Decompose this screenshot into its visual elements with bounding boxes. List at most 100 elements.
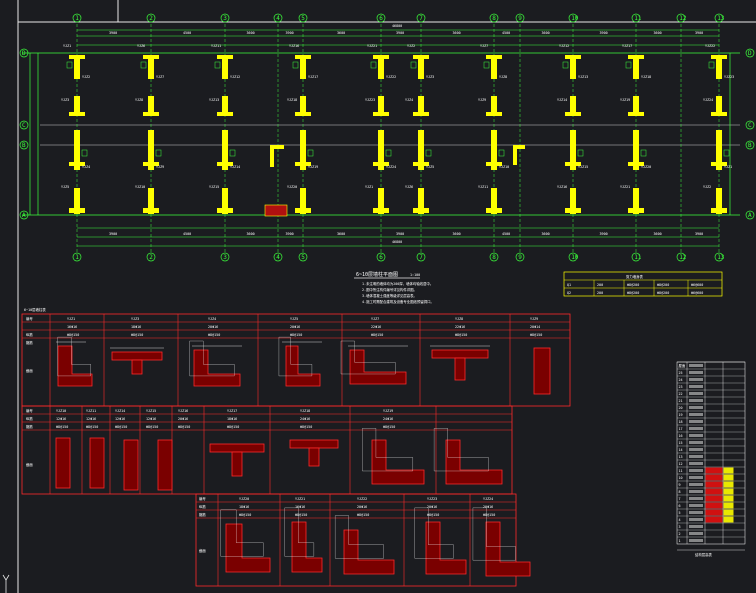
column-tag: YJZ14	[557, 98, 567, 102]
note-line: 3.墙体混凝土强度等级详见层高表。	[362, 293, 417, 298]
column-lower-flange	[413, 162, 429, 166]
floor-label: 4	[679, 518, 681, 522]
floor-table-footer: 结构层高表	[695, 552, 713, 557]
section-rect-1	[89, 437, 105, 489]
section-header: 截面	[26, 462, 33, 467]
floor-label: 6	[679, 504, 681, 508]
section-yjz18	[371, 439, 425, 485]
column-id: YJZ3	[131, 317, 139, 321]
opening-mark	[81, 149, 88, 157]
column-rebar: 22Φ16	[455, 325, 465, 329]
axis-label-right: D	[748, 50, 752, 57]
axis-label-bottom: 2	[149, 254, 153, 261]
row-header: 纵筋	[26, 416, 33, 421]
section-yjz3	[111, 351, 163, 361]
column-mid-flange	[295, 112, 311, 116]
axis-label-bottom: 9	[518, 254, 522, 261]
column-upper-flange	[295, 55, 311, 59]
column-tag: YJZ15	[209, 185, 219, 189]
column-mid-top	[222, 96, 228, 116]
floor-label: 10	[679, 476, 683, 480]
column-core	[222, 130, 228, 148]
axis-label-bottom: 11	[634, 254, 642, 261]
column-id: YJZ4	[208, 317, 216, 321]
column-rebar: 16Φ16	[295, 505, 305, 509]
column-lower-flange	[486, 162, 502, 166]
column-tag: YJZ2	[82, 75, 90, 79]
floor-highlight-cell	[705, 488, 723, 495]
opening-mark	[229, 149, 236, 157]
floor-elev-value	[689, 385, 703, 388]
column-bottom	[222, 188, 228, 214]
floor-label: 9	[679, 483, 681, 487]
axis-label-top: 7	[419, 15, 423, 22]
floor-elev-value	[689, 434, 703, 437]
column-mid-top	[148, 96, 154, 116]
column-bottom-flange	[295, 208, 311, 213]
column-tag: YJZ12	[230, 75, 240, 79]
opening-mark	[425, 149, 432, 157]
note-line: 1.未注明的墙体均为200厚，墙体均轴线居中。	[362, 281, 433, 286]
floor-highlight-cell-y	[723, 502, 734, 509]
axis-bubble-top	[146, 13, 156, 23]
wall-segment	[513, 145, 525, 149]
row-header: 纵筋	[26, 332, 33, 337]
column-core	[633, 130, 639, 148]
floor-highlight-cell-y	[723, 474, 734, 481]
opening-mark	[140, 61, 147, 69]
floor-highlight-cell	[705, 502, 723, 509]
column-tag: YJZ22	[705, 44, 715, 48]
column-core	[378, 130, 384, 148]
dim-top: 3600	[542, 31, 550, 35]
column-rebar: 12Φ16	[86, 417, 96, 421]
column-bottom-flange	[628, 208, 644, 213]
column-rebar: 16Φ16	[67, 325, 77, 329]
section-yjz24	[485, 521, 531, 577]
column-tag: YJZ12	[559, 44, 569, 48]
floor-elev-value	[689, 371, 703, 374]
column-mid-top	[716, 96, 722, 116]
column-core	[300, 130, 306, 148]
row-header: 纵筋	[199, 504, 206, 509]
column-stirrup: Φ8@150	[290, 333, 302, 337]
column-rebar: 20Φ16	[483, 505, 493, 509]
floor-label: 14	[679, 448, 683, 452]
axis-bubble-left	[19, 210, 29, 220]
column-bottom-flange	[413, 208, 429, 213]
column-mid-flange	[413, 112, 429, 116]
column-tag: YJZ1	[365, 185, 373, 189]
column-upper-flange	[69, 55, 85, 59]
floor-highlight-cell-y	[723, 509, 734, 516]
column-upper-flange	[413, 55, 429, 59]
column-id: YJZ17	[227, 409, 237, 413]
column-mid-top	[491, 96, 497, 116]
axis-bubble-bottom	[72, 252, 82, 262]
opening-mark	[214, 61, 221, 69]
axis-bubble-left	[19, 140, 29, 150]
column-rebar: 12Φ16	[115, 417, 125, 421]
column-upper-top	[633, 55, 639, 79]
opening-mark	[625, 61, 632, 69]
column-tag: YJZ1	[63, 44, 71, 48]
dim-top: 3600	[654, 31, 662, 35]
column-tag: YJZ7	[156, 75, 164, 79]
column-tag: YJZ6	[405, 185, 413, 189]
small-table-cell: Φ8@200	[627, 291, 639, 295]
section-rect-0	[55, 437, 71, 489]
column-upper-flange	[711, 55, 727, 59]
dim-overall-bottom: 46800	[392, 240, 402, 244]
floor-label: 17	[679, 427, 683, 431]
section-stirrup	[284, 507, 314, 557]
wall-segment	[270, 145, 284, 149]
floor-label: 16	[679, 434, 683, 438]
column-upper-flange	[486, 55, 502, 59]
column-id: YJZ14	[115, 409, 125, 413]
column-upper-flange	[628, 55, 644, 59]
axis-label-bottom: 10	[571, 254, 579, 261]
dim-top: 3900	[286, 31, 294, 35]
column-tag: YJZ3	[426, 75, 434, 79]
axis-bubble-top	[631, 13, 641, 23]
column-mid-flange	[628, 112, 644, 116]
floor-elev-value	[689, 469, 703, 472]
